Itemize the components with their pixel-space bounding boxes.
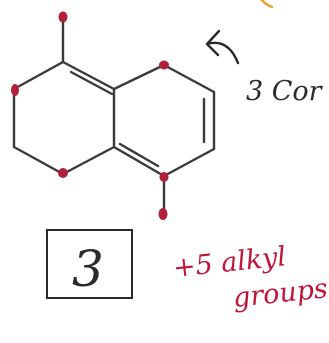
dot-ring-carbon [159,60,169,70]
bond-e-double [69,70,114,96]
arrow-icon [205,29,240,65]
bond-f [112,63,166,91]
dot-left-lower [58,168,68,178]
bond-j-double [118,142,160,168]
bond-a [12,60,65,91]
bond-d [61,145,116,176]
bond-c [12,145,65,176]
dot-ring-lower [159,172,169,182]
highlight-dots [11,11,169,220]
red-note-line1: +5 alkyl [171,241,287,284]
answer-number: 3 [72,240,104,298]
dot-top-methyl [58,11,68,23]
bond-j [112,145,166,178]
arrow-note: 3 Cor [246,76,324,107]
orange-mark [260,0,274,9]
dot-left-upper [11,84,19,96]
bond-g [162,63,216,94]
bond-i [162,147,216,178]
dot-bottom-methyl [158,208,168,220]
answer-box [46,229,133,299]
red-note-line2: groups [231,273,329,314]
bond-skeleton [12,15,216,216]
bond-e [61,60,116,91]
